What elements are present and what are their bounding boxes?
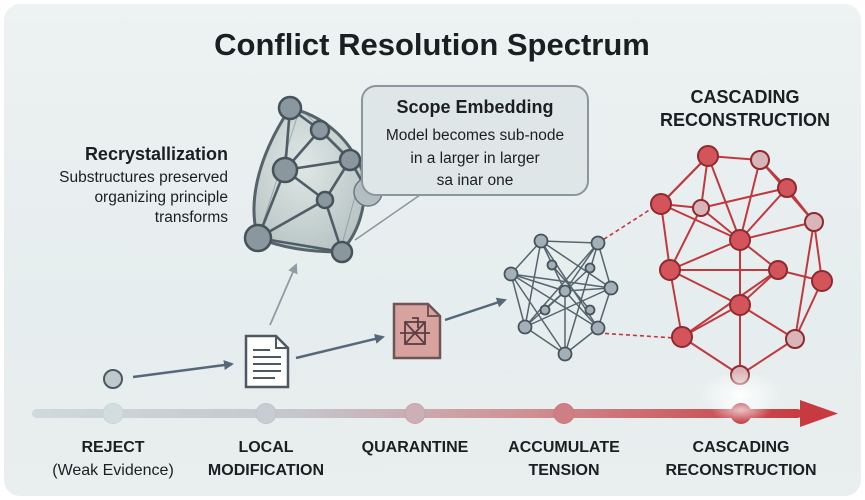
axis-label-cascading-sub: RECONSTRUCTION (665, 462, 816, 479)
reconstruction-network (650, 145, 833, 419)
axis-label-accumulate: ACCUMULATE (508, 439, 620, 456)
tension-network (503, 233, 619, 362)
axis-label-accumulate-sub: TENSION (528, 462, 599, 479)
scope-embedding-line-2: in a larger in larger (410, 150, 539, 167)
recrystallized-structure (243, 95, 383, 264)
cascading-heading-line-1: CASCADING (690, 87, 799, 107)
recrystallization-line-2: organizing principle (94, 189, 228, 206)
axis-label-quarantine: QUARANTINE (362, 439, 469, 456)
axis-label-local-sub: MODIFICATION (208, 462, 324, 479)
axis-label-cascading: CASCADING (693, 439, 790, 456)
axis-marker-quarantine (404, 403, 426, 424)
axis-label-reject-sub: (Weak Evidence) (52, 462, 174, 479)
document-icon (244, 334, 290, 389)
scope-embedding-line-1: Model becomes sub-node (386, 127, 564, 144)
quarantined-document-icon (392, 302, 442, 360)
axis-marker-reject (102, 403, 124, 424)
cascading-heading-line-2: RECONSTRUCTION (660, 110, 830, 130)
single-node-icon (103, 369, 123, 389)
diagram-title: Conflict Resolution Spectrum (214, 27, 650, 62)
axis-marker-accumulate-tension (553, 403, 575, 424)
axis-marker-local-modification (255, 403, 277, 424)
recrystallization-line-3: transforms (155, 209, 228, 226)
axis-label-local: LOCAL (238, 439, 293, 456)
recrystallization-annotation: Recrystallization Substructures preserve… (59, 144, 228, 226)
cascading-heading: CASCADING RECONSTRUCTION (660, 87, 830, 130)
axis-label-reject: REJECT (81, 439, 144, 456)
scope-embedding-heading: Scope Embedding (396, 97, 553, 117)
recrystallization-line-1: Substructures preserved (59, 169, 228, 186)
recrystallization-heading: Recrystallization (85, 144, 228, 164)
scope-embedding-line-3: sa inar one (437, 172, 514, 189)
axis-labels: REJECT (Weak Evidence) LOCAL MODIFICATIO… (52, 439, 816, 479)
spectrum-axis (32, 398, 838, 427)
scope-embedding-callout: Scope Embedding Model becomes sub-node i… (354, 85, 589, 241)
